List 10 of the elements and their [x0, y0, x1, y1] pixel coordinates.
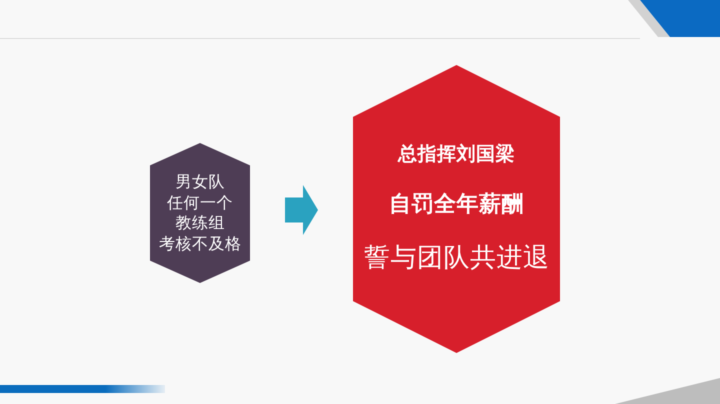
node-text: 任何一个: [167, 192, 233, 213]
node-text: 考核不及格: [158, 234, 242, 254]
hexagon-node: [150, 143, 250, 283]
block-arrow: [285, 185, 318, 235]
node-text: 自罚全年薪酬: [389, 190, 524, 218]
hexagon-node: [353, 65, 560, 353]
node-text: 男女队: [175, 172, 225, 192]
node-text: 总指挥刘国梁: [398, 143, 515, 167]
node-text: 教练组: [175, 213, 225, 234]
node-text: 誓与团队共进退: [364, 242, 550, 275]
